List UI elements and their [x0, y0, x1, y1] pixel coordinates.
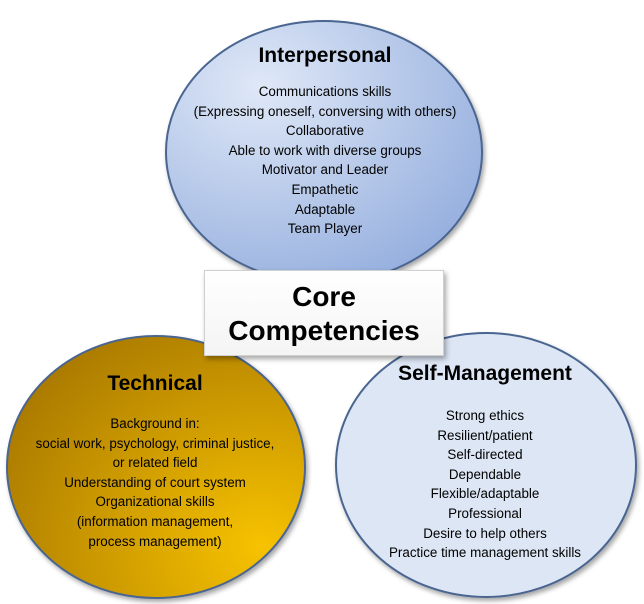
- list-item: Resilient/patient: [437, 427, 533, 443]
- interpersonal-title: Interpersonal: [258, 44, 392, 67]
- list-item: Understanding of court system: [64, 474, 246, 490]
- technical-list: Background in: social work, psychology, …: [10, 414, 300, 551]
- list-item: Organizational skills: [95, 494, 215, 510]
- technical-title: Technical: [107, 372, 203, 395]
- list-item: Self-directed: [447, 447, 523, 463]
- list-item: Collaborative: [285, 123, 365, 139]
- self-management-list: Strong ethics Resilient/patient Self-dir…: [340, 406, 630, 563]
- list-item: (Expressing oneself, conversing with oth…: [193, 103, 457, 119]
- center-title-line1: Core: [292, 281, 356, 312]
- list-item: Background in:: [110, 416, 200, 431]
- list-item: Professional: [448, 505, 522, 521]
- list-item: Motivator and Leader: [261, 162, 389, 178]
- list-item: social work, psychology, criminal justic…: [35, 435, 275, 451]
- technical-circle: [6, 335, 306, 599]
- center-title-line2: Competencies: [228, 315, 420, 346]
- list-item: Able to work with diverse groups: [228, 142, 422, 158]
- list-item: Desire to help others: [423, 525, 547, 541]
- interpersonal-list: Communications skills (Expressing onesel…: [165, 82, 485, 239]
- list-item: Strong ethics: [445, 408, 525, 423]
- technical-section: Technical Background in: social work, ps…: [10, 372, 300, 551]
- core-competencies-label: Core Competencies: [204, 270, 444, 356]
- list-item: or related field: [112, 455, 198, 471]
- list-item: Flexible/adaptable: [430, 486, 540, 502]
- list-item: Practice time management skills: [388, 545, 581, 561]
- list-item: process management): [88, 533, 222, 549]
- list-item: Adaptable: [294, 201, 356, 217]
- list-item: Empathetic: [291, 181, 359, 197]
- self-management-circle: [335, 332, 637, 598]
- self-management-section: Self-Management Strong ethics Resilient/…: [340, 362, 630, 563]
- interpersonal-section: Interpersonal Communications skills (Exp…: [165, 44, 485, 239]
- list-item: Team Player: [287, 221, 363, 237]
- list-item: Dependable: [448, 466, 522, 482]
- self-management-title: Self-Management: [398, 362, 572, 385]
- list-item: (information management,: [76, 513, 234, 529]
- list-item: Communications skills: [258, 84, 392, 99]
